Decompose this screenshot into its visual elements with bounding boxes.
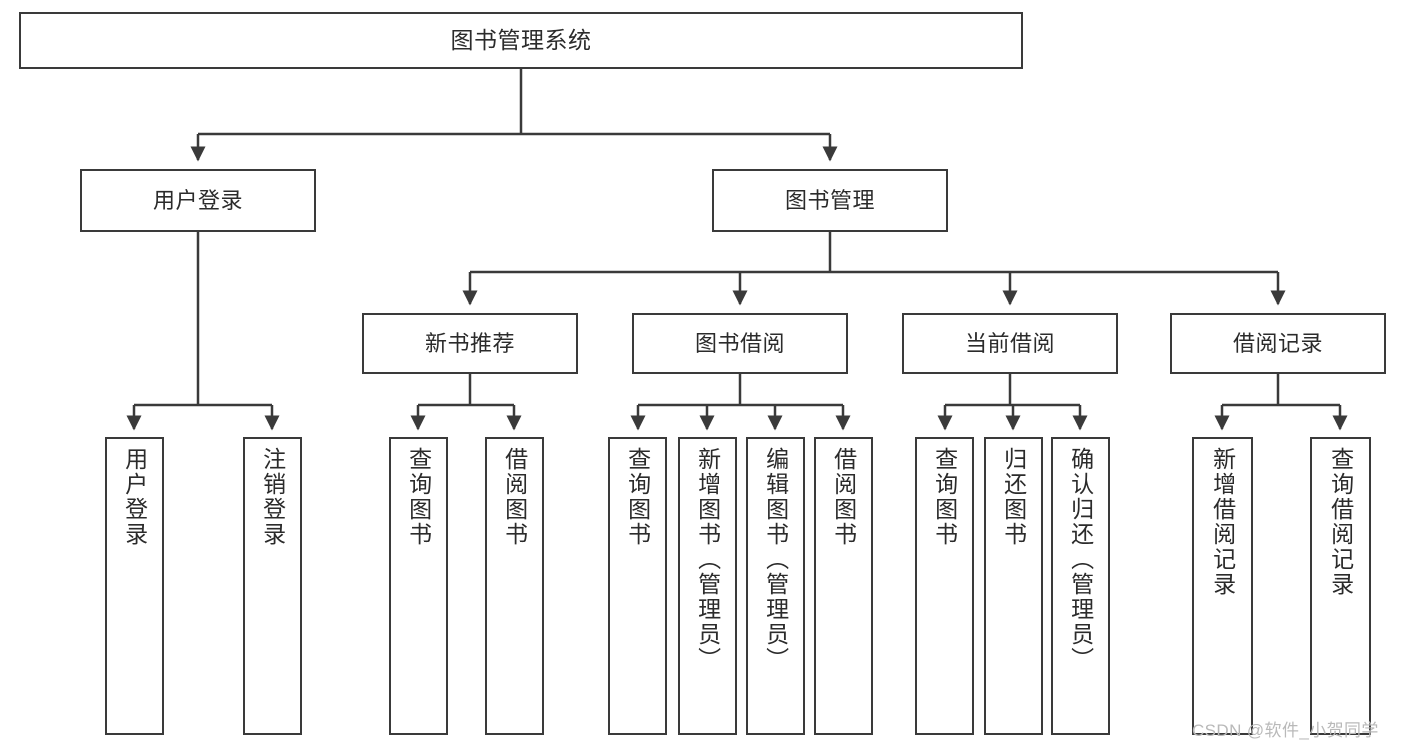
node-leaf-add-record-label: 新增借阅记录 bbox=[1209, 447, 1236, 597]
node-leaf-query-book-2-label: 查询图书 bbox=[624, 447, 651, 547]
node-leaf-query-book-3[interactable]: 查询图书 bbox=[915, 437, 974, 735]
node-current-borrow-label: 当前借阅 bbox=[964, 330, 1055, 356]
node-leaf-query-book-1-label: 查询图书 bbox=[405, 447, 432, 547]
node-leaf-query-record[interactable]: 查询借阅记录 bbox=[1310, 437, 1371, 735]
node-leaf-confirm-return-label: 确认归还（管理员） bbox=[1067, 447, 1094, 672]
node-leaf-logout-login-label: 注销登录 bbox=[259, 447, 286, 547]
node-leaf-confirm-return[interactable]: 确认归还（管理员） bbox=[1051, 437, 1110, 735]
node-root[interactable]: 图书管理系统 bbox=[19, 12, 1023, 69]
node-leaf-logout-login[interactable]: 注销登录 bbox=[243, 437, 302, 735]
node-book-management[interactable]: 图书管理 bbox=[712, 169, 948, 232]
node-leaf-add-record[interactable]: 新增借阅记录 bbox=[1192, 437, 1253, 735]
node-leaf-user-login[interactable]: 用户登录 bbox=[105, 437, 164, 735]
node-book-management-label: 图书管理 bbox=[784, 187, 875, 213]
node-current-borrow[interactable]: 当前借阅 bbox=[902, 313, 1118, 374]
node-leaf-edit-book[interactable]: 编辑图书（管理员） bbox=[746, 437, 805, 735]
node-new-book-recommend-label: 新书推荐 bbox=[424, 330, 515, 356]
node-leaf-return-book-label: 归还图书 bbox=[1000, 447, 1027, 547]
node-user-login-label: 用户登录 bbox=[152, 187, 243, 213]
node-new-book-recommend[interactable]: 新书推荐 bbox=[362, 313, 578, 374]
node-borrow-record[interactable]: 借阅记录 bbox=[1170, 313, 1386, 374]
node-leaf-query-book-1[interactable]: 查询图书 bbox=[389, 437, 448, 735]
node-leaf-query-book-2[interactable]: 查询图书 bbox=[608, 437, 667, 735]
node-leaf-add-book[interactable]: 新增图书（管理员） bbox=[678, 437, 737, 735]
node-leaf-query-book-3-label: 查询图书 bbox=[931, 447, 958, 547]
node-leaf-user-login-label: 用户登录 bbox=[121, 447, 148, 547]
node-leaf-return-book[interactable]: 归还图书 bbox=[984, 437, 1043, 735]
node-leaf-edit-book-label: 编辑图书（管理员） bbox=[762, 447, 789, 672]
node-leaf-query-record-label: 查询借阅记录 bbox=[1327, 447, 1354, 597]
node-leaf-borrow-book-2-label: 借阅图书 bbox=[830, 447, 857, 547]
node-root-label: 图书管理系统 bbox=[450, 26, 592, 53]
node-leaf-borrow-book-1[interactable]: 借阅图书 bbox=[485, 437, 544, 735]
node-leaf-borrow-book-1-label: 借阅图书 bbox=[501, 447, 528, 547]
node-leaf-add-book-label: 新增图书（管理员） bbox=[694, 447, 721, 672]
node-book-borrow[interactable]: 图书借阅 bbox=[632, 313, 848, 374]
node-borrow-record-label: 借阅记录 bbox=[1232, 330, 1323, 356]
node-leaf-borrow-book-2[interactable]: 借阅图书 bbox=[814, 437, 873, 735]
node-book-borrow-label: 图书借阅 bbox=[694, 330, 785, 356]
node-user-login[interactable]: 用户登录 bbox=[80, 169, 316, 232]
